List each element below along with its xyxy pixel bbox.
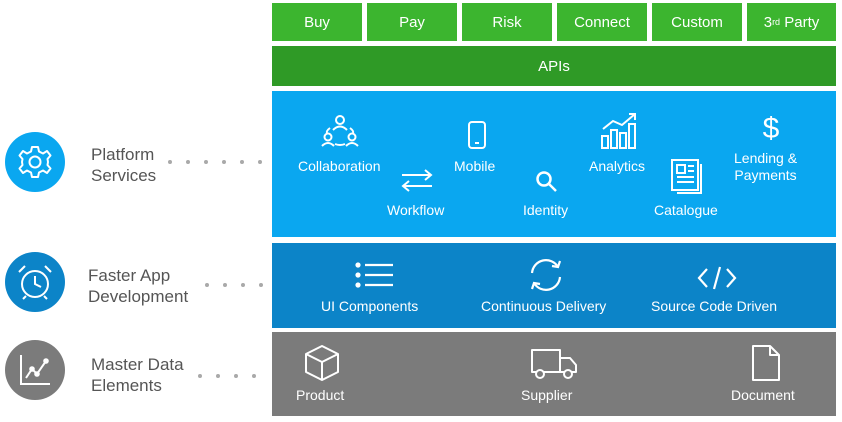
platform-services-circle [5, 132, 65, 192]
platform-title-line1: Platform [91, 145, 155, 164]
api-tab-connect-label: Connect [574, 13, 630, 31]
workflow-arrows-icon [401, 169, 433, 192]
third-party-base: 3 [763, 13, 773, 31]
ui-components-label: UI Components [321, 298, 419, 314]
cube-icon [305, 345, 339, 381]
api-tab-pay: Pay [367, 3, 457, 41]
collaboration-label: Collaboration [298, 158, 381, 174]
platform-services-band [272, 91, 836, 237]
dollar-icon: $ [763, 112, 780, 144]
source-code-driven-label: Source Code Driven [651, 298, 778, 314]
mobile-icon [468, 121, 486, 149]
master-data-elements-band [272, 332, 836, 416]
svg-text:$: $ [763, 112, 780, 144]
master-connector-dots [198, 374, 268, 378]
master-data-circle [5, 340, 65, 400]
mobile-label: Mobile [454, 158, 496, 174]
faster-title-line1: Faster App [88, 266, 171, 285]
platform-connector-dots [168, 160, 268, 164]
platform-services-title: Platform Services [91, 144, 156, 186]
third-party-sup: rd [772, 17, 781, 27]
api-tab-risk: Risk [462, 3, 552, 41]
api-tab-buy: Buy [272, 3, 362, 41]
supplier-label: Supplier [521, 387, 573, 403]
workflow-label: Workflow [387, 202, 445, 218]
document-icon [752, 345, 780, 381]
api-tab-risk-label: Risk [492, 13, 522, 31]
faster-app-circle [5, 252, 65, 312]
catalogue-icon [671, 159, 702, 194]
line-chart-icon [20, 355, 50, 385]
gear-icon [18, 146, 52, 178]
alarm-clock-icon [18, 265, 52, 300]
continuous-delivery-label: Continuous Delivery [481, 298, 607, 314]
document-label: Document [731, 387, 795, 403]
faster-title-line2: Development [88, 287, 189, 306]
api-tab-custom: Custom [652, 3, 742, 41]
identity-label: Identity [523, 202, 569, 218]
product-label: Product [296, 387, 345, 403]
api-tab-pay-label: Pay [399, 13, 425, 31]
analytics-icon [601, 113, 636, 149]
search-icon [536, 171, 557, 192]
code-icon [697, 266, 737, 290]
master-title-line1: Master Data [91, 355, 184, 374]
refresh-icon [530, 259, 562, 291]
faster-app-title: Faster App Development [88, 265, 188, 307]
collaboration-icon [321, 115, 359, 147]
list-icon [355, 262, 393, 288]
lending-label: Lending & Payments [734, 150, 797, 184]
catalogue-label: Catalogue [654, 202, 718, 218]
apis-label: APIs [538, 57, 570, 75]
api-tab-custom-label: Custom [671, 13, 723, 31]
master-title-line2: Elements [91, 376, 162, 395]
analytics-label: Analytics [589, 158, 646, 174]
api-tab-connect: Connect [557, 3, 647, 41]
truck-icon [531, 349, 577, 379]
third-party-rest: Party [780, 13, 820, 31]
master-data-title: Master Data Elements [91, 354, 184, 396]
platform-title-line2: Services [91, 166, 157, 185]
lending-line2: Payments [734, 167, 797, 183]
api-tab-buy-label: Buy [304, 13, 330, 31]
apis-bar: APIs [272, 46, 836, 86]
faster-connector-dots [205, 283, 269, 287]
lending-line1: Lending & [734, 150, 798, 166]
